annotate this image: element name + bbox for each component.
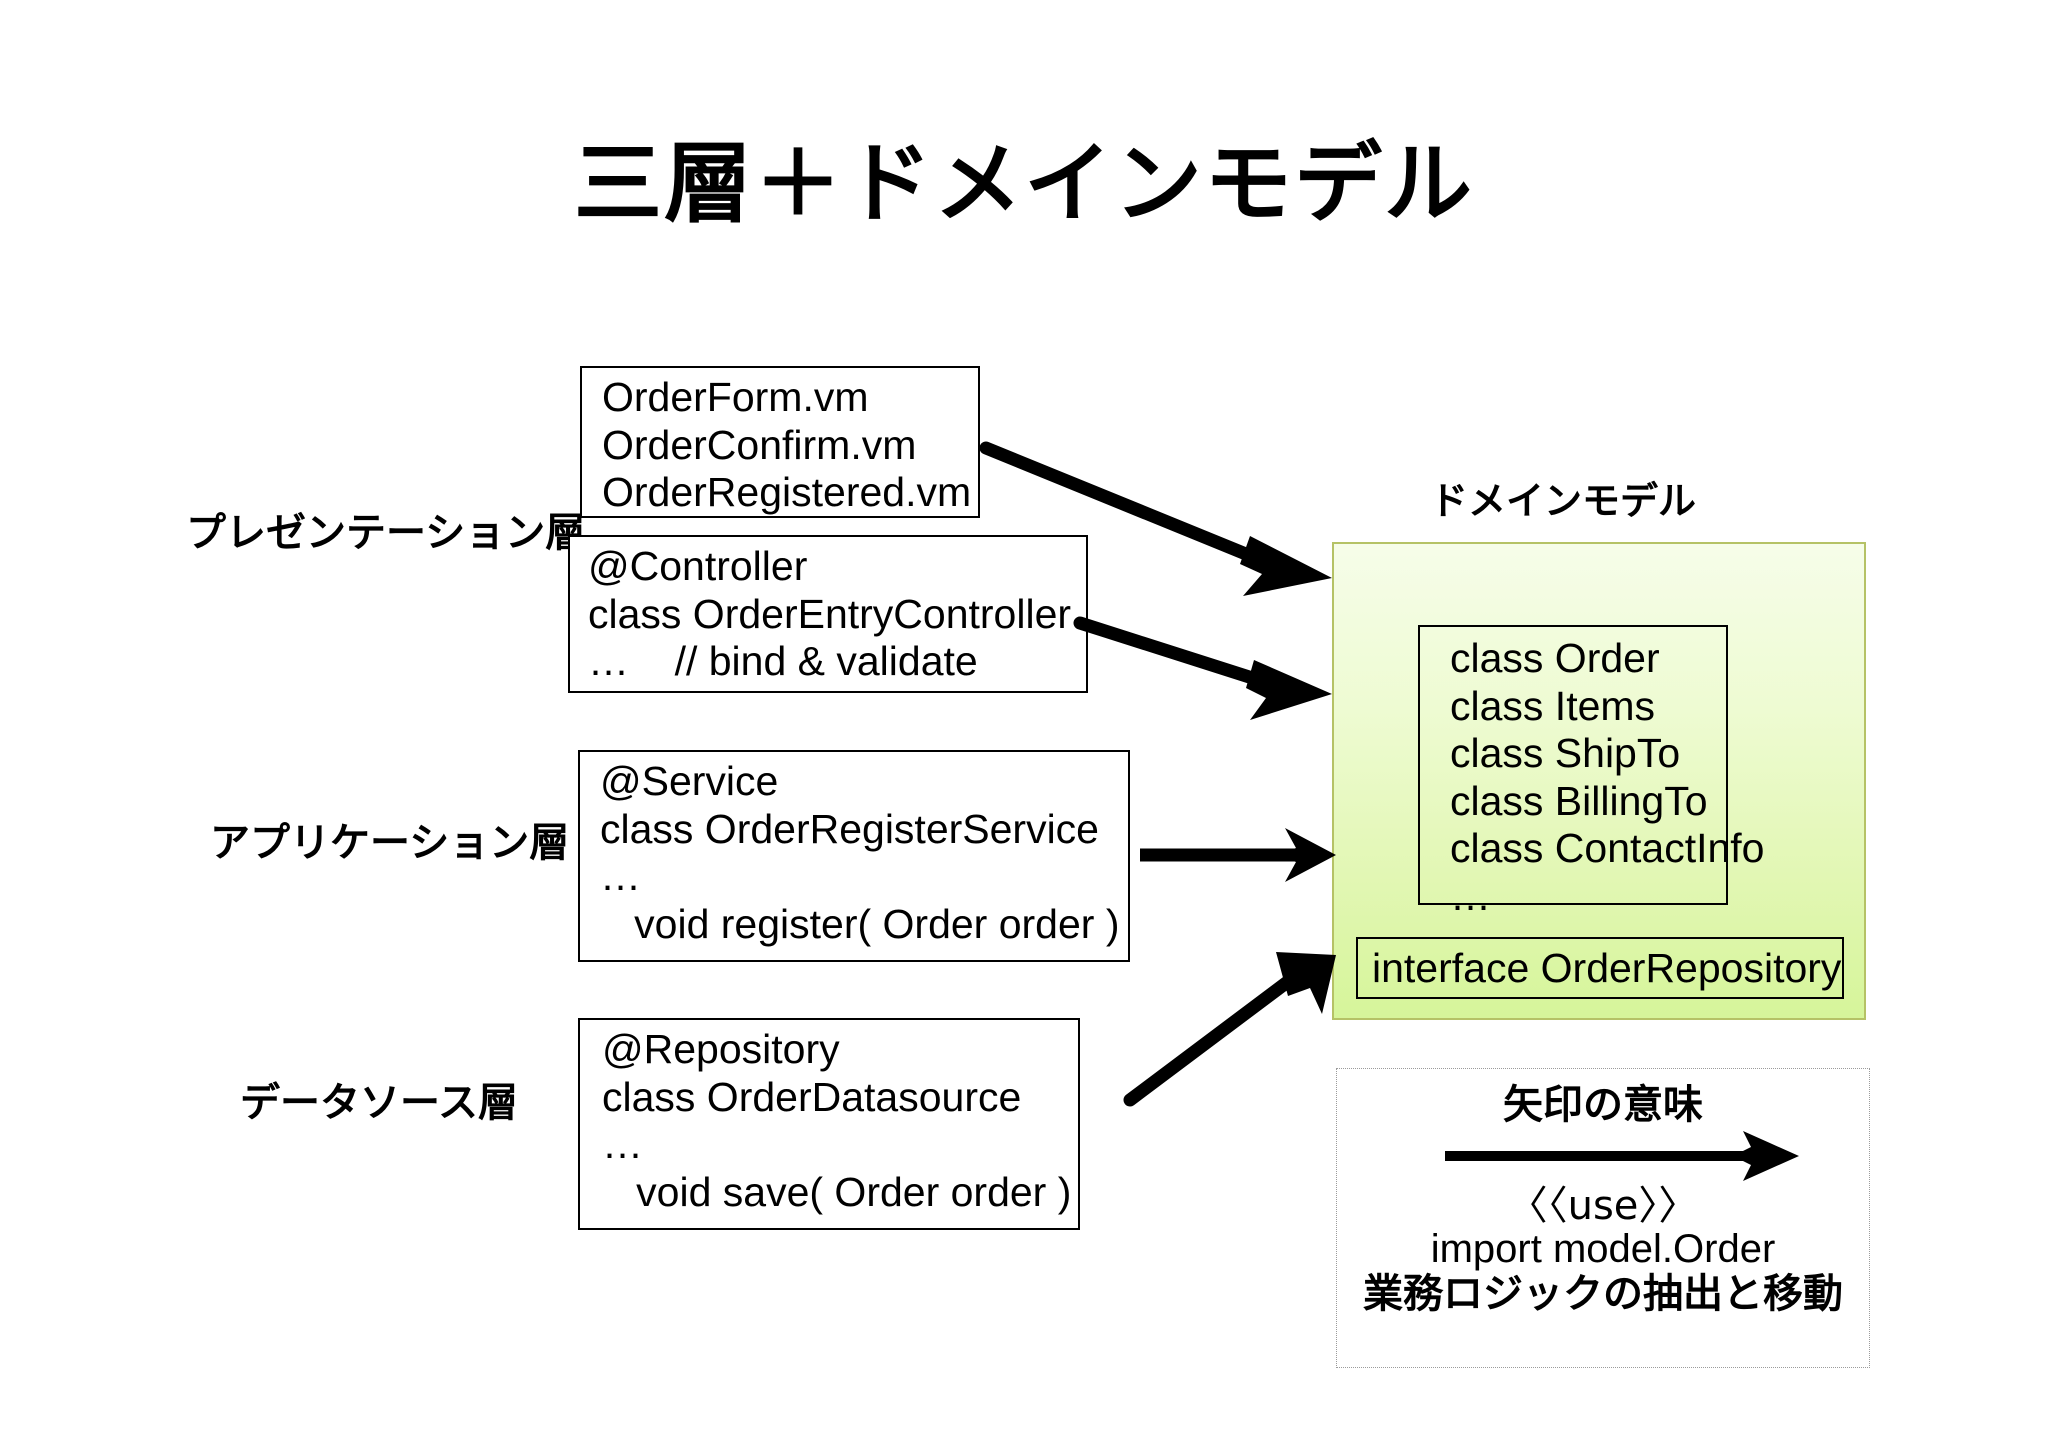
service-line: class OrderRegisterService xyxy=(600,805,1099,852)
arrow-service-to-domain xyxy=(1140,828,1336,882)
controller-line: … // bind & validate xyxy=(588,638,978,685)
service-box: @Service class OrderRegisterService … vo… xyxy=(578,750,1130,962)
arrow-controller-to-domain xyxy=(1073,616,1332,720)
domain-class-line: class ShipTo xyxy=(1450,730,1681,777)
views-line: OrderConfirm.vm xyxy=(602,421,917,468)
domain-panel: class Order class Items class ShipTo cla… xyxy=(1332,542,1866,1020)
layer-label-presentation: プレゼンテーション層 xyxy=(186,510,586,556)
arrow-repository-to-order-repository xyxy=(1123,952,1336,1107)
repository-line: @Repository xyxy=(602,1026,840,1072)
service-line: @Service xyxy=(600,758,779,804)
controller-line: class OrderEntryController xyxy=(588,590,1072,637)
service-line: void register( Order order ) xyxy=(600,900,1120,947)
repository-line: … xyxy=(602,1121,643,1168)
domain-class-line: class Items xyxy=(1450,682,1656,729)
domain-class-line: class ContactInfo xyxy=(1450,825,1765,872)
legend-note: 業務ロジックの抽出と移動 xyxy=(1363,1270,1843,1317)
service-line: … xyxy=(600,853,641,900)
legend-title: 矢印の意味 xyxy=(1503,1082,1703,1128)
layer-label-datasource: データソース層 xyxy=(240,1080,518,1126)
domain-class-line: … xyxy=(1450,872,1491,919)
views-box: OrderForm.vm OrderConfirm.vm OrderRegist… xyxy=(580,366,980,518)
repository-box: @Repository class OrderDatasource … void… xyxy=(578,1018,1080,1230)
legend-box: 矢印の意味 〈〈use〉〉 import model.Order 業務ロジックの… xyxy=(1336,1068,1870,1368)
domain-model-caption: ドメインモデル xyxy=(1430,479,1697,523)
views-line: OrderForm.vm xyxy=(602,374,869,420)
views-line: OrderRegistered.vm xyxy=(602,469,972,516)
legend-import-label: import model.Order xyxy=(1430,1227,1776,1271)
legend-use-label: 〈〈use〉〉 xyxy=(1507,1183,1699,1229)
repository-line: class OrderDatasource xyxy=(602,1073,1022,1120)
repository-line: void save( Order order ) xyxy=(602,1168,1072,1215)
controller-line: @Controller xyxy=(588,543,808,589)
layer-label-application: アプリケーション層 xyxy=(210,820,570,866)
controller-box: @Controller class OrderEntryController …… xyxy=(568,535,1088,693)
order-repository-interface: interface OrderRepository xyxy=(1356,937,1844,999)
domain-classes-box: class Order class Items class ShipTo cla… xyxy=(1418,625,1765,919)
domain-class-line: class BillingTo xyxy=(1450,777,1708,824)
right-arrow-icon xyxy=(1337,1127,1869,1185)
domain-class-line: class Order xyxy=(1450,635,1660,681)
page-title: 三層＋ドメインモデル xyxy=(573,132,1474,235)
